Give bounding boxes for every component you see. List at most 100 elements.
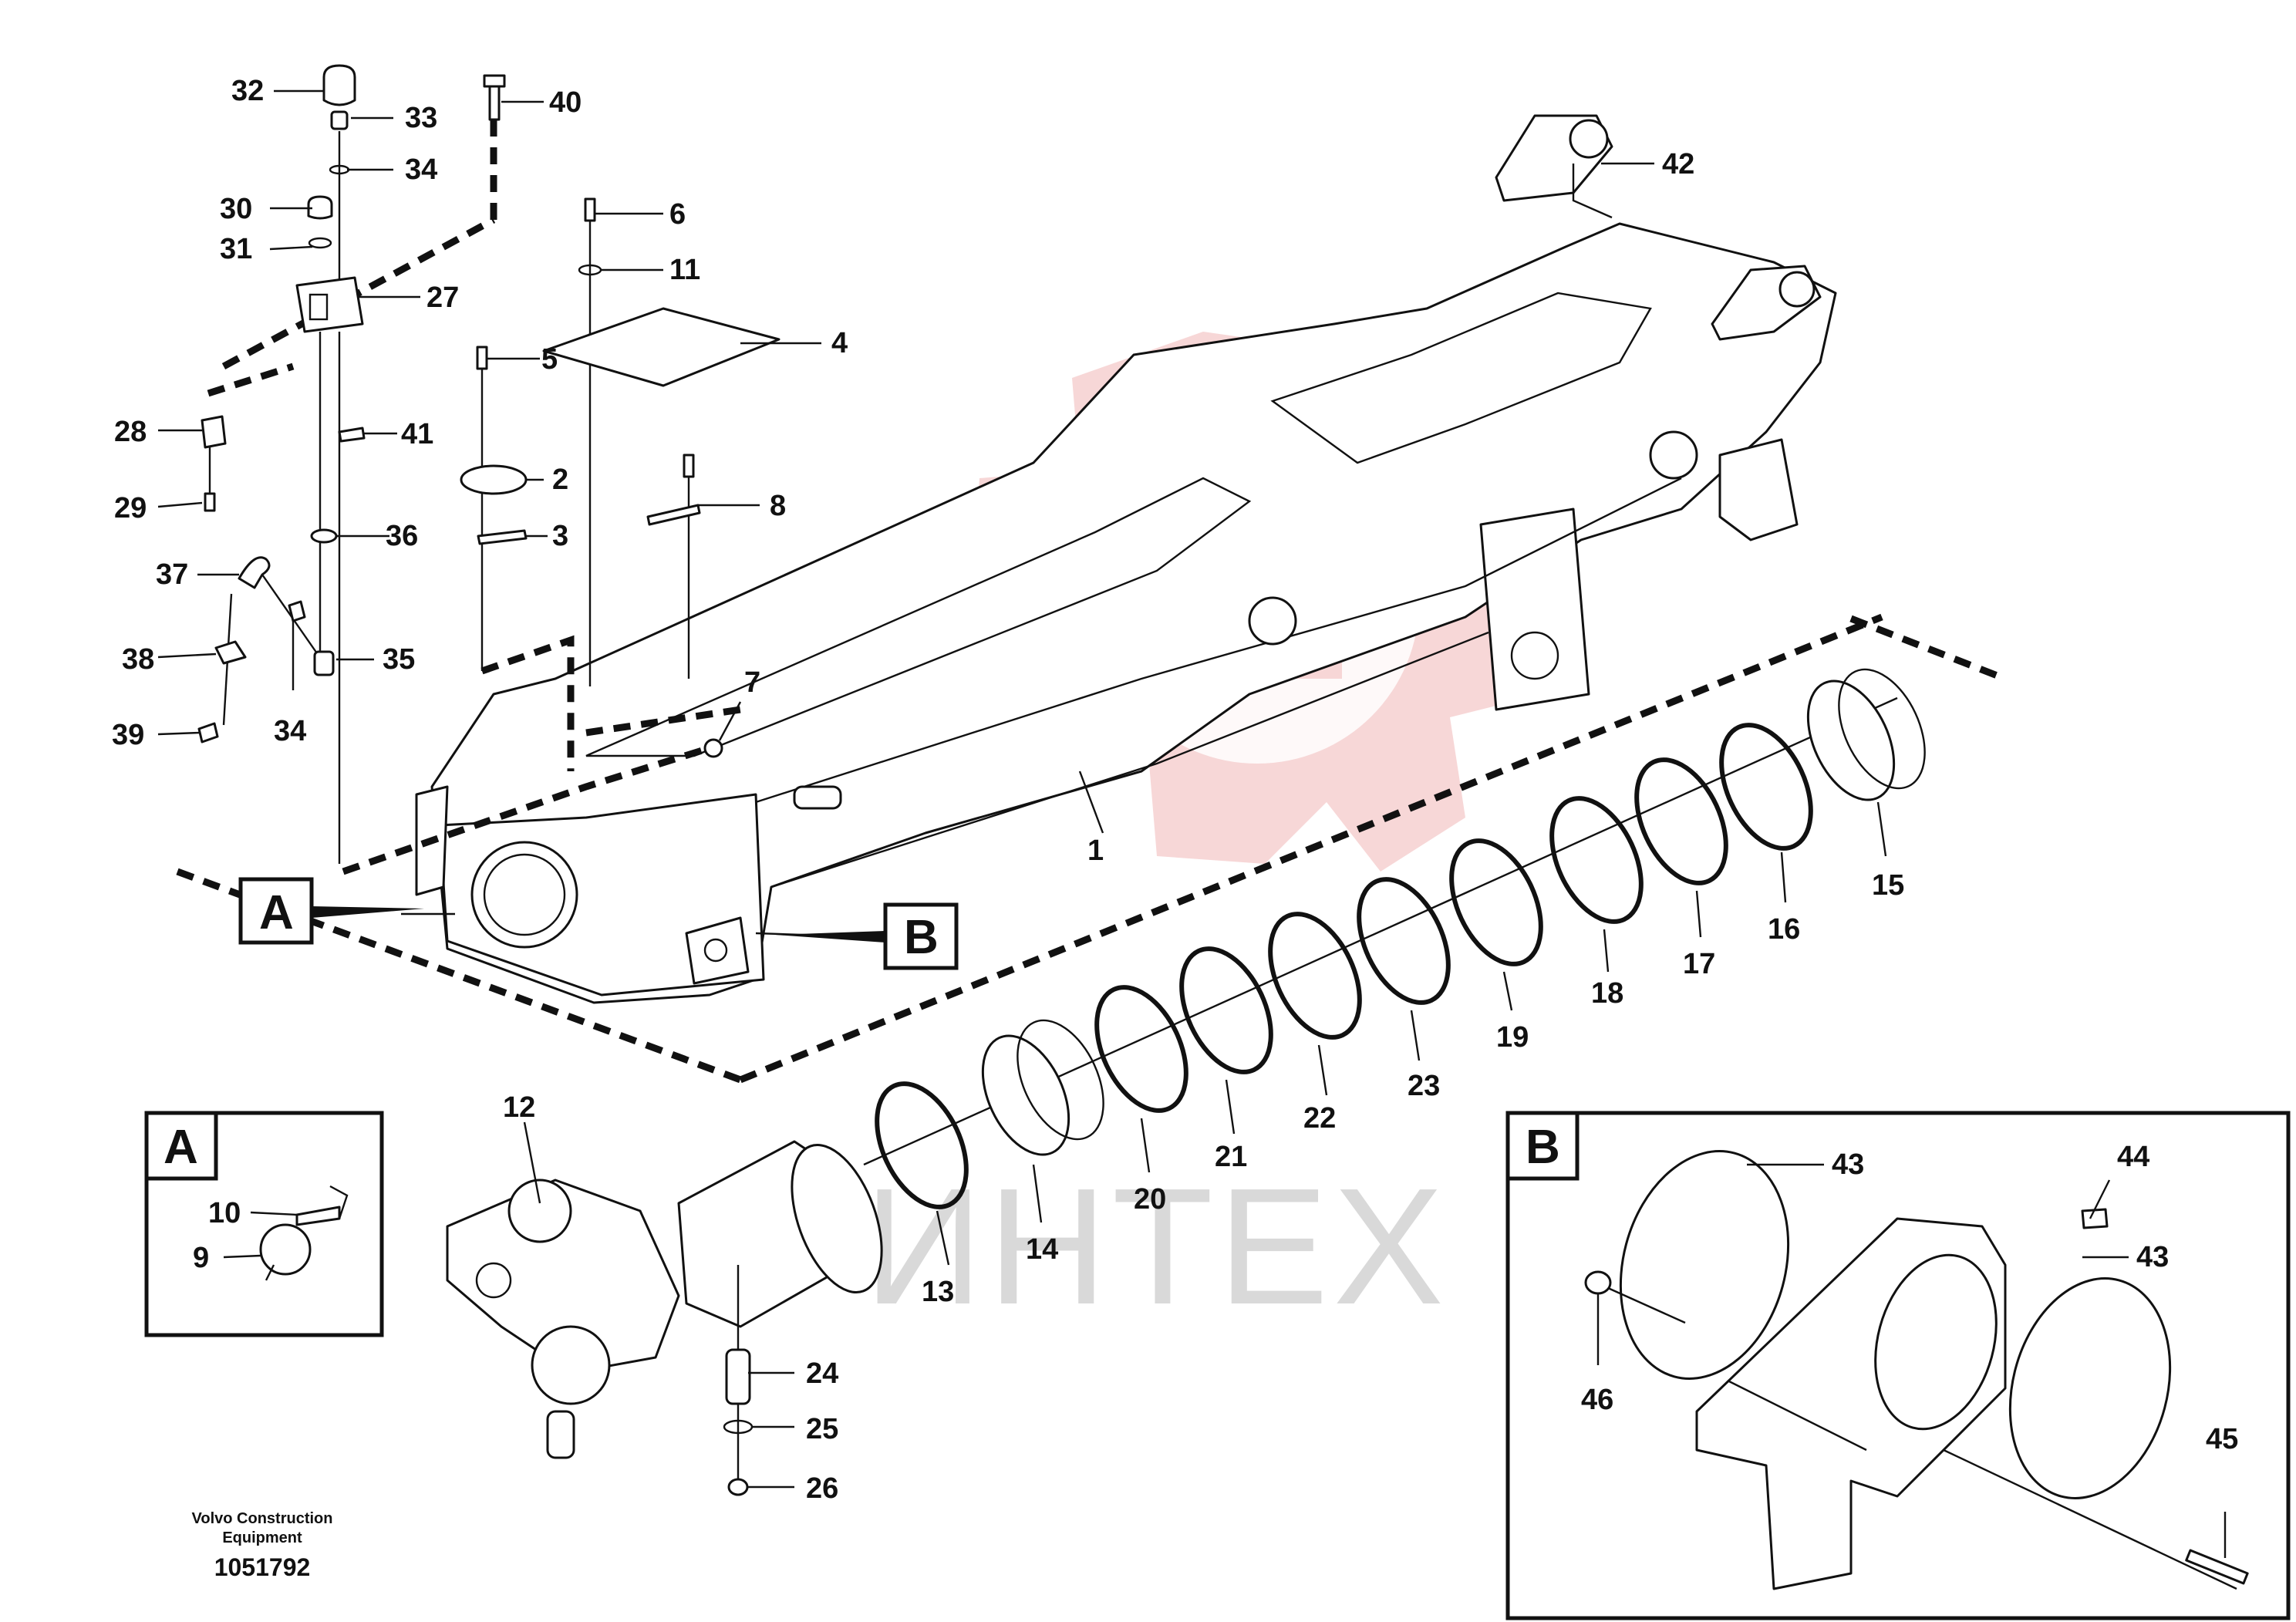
callout-15: 15 — [1872, 869, 1904, 902]
footer-company-line2: Equipment — [222, 1529, 302, 1546]
ring-16 — [1719, 723, 1813, 851]
drawing-number: 1051792 — [214, 1553, 311, 1581]
bushing-15 — [1806, 679, 1896, 801]
cap-32 — [322, 64, 356, 106]
callout-1: 1 — [1087, 835, 1104, 867]
bearing-ring-set — [875, 668, 1926, 1209]
screw-29 — [204, 492, 216, 512]
detail-a-label: A — [164, 1121, 198, 1174]
callout-9: 9 — [193, 1242, 209, 1274]
callout-8: 8 — [770, 490, 786, 522]
callout-35: 35 — [383, 643, 415, 676]
callout-42: 42 — [1662, 148, 1694, 180]
nozzle-39 — [197, 722, 219, 744]
washer-46 — [1584, 1270, 1612, 1295]
callout-38: 38 — [122, 643, 154, 676]
callout-20: 20 — [1134, 1183, 1166, 1216]
callout-7: 7 — [744, 666, 760, 699]
callout-12: 12 — [503, 1091, 535, 1124]
callout-25: 25 — [806, 1413, 838, 1445]
callout-4: 4 — [831, 327, 848, 359]
screw-6 — [584, 197, 596, 222]
clip-36 — [310, 528, 338, 544]
callout-16: 16 — [1768, 913, 1800, 946]
callout-29: 29 — [114, 492, 147, 524]
screw-8 — [683, 454, 695, 478]
plate-3 — [477, 529, 528, 545]
callout-3: 3 — [552, 520, 568, 552]
callout-10: 10 — [208, 1197, 241, 1229]
ring-21 — [1179, 946, 1273, 1074]
plug-30 — [307, 195, 333, 220]
ring-13 — [875, 1081, 969, 1209]
callout-22: 22 — [1303, 1102, 1336, 1135]
callout-28: 28 — [114, 416, 147, 448]
callout-2: 2 — [552, 464, 568, 496]
callout-13: 13 — [922, 1276, 954, 1308]
frame-body — [415, 114, 1837, 1004]
plug-7 — [703, 738, 723, 758]
cover-disc-2 — [460, 464, 528, 495]
view-marker-a: A — [238, 877, 424, 945]
callout-labels: 32 33 34 30 31 27 40 28 29 41 36 37 38 3… — [112, 75, 2238, 1505]
view-marker-a-label: A — [259, 886, 294, 939]
cover-plate-4 — [542, 307, 781, 387]
callout-19: 19 — [1496, 1021, 1529, 1054]
callout-32: 32 — [231, 75, 264, 107]
callout-39: 39 — [112, 719, 144, 751]
callout-31: 31 — [220, 233, 252, 265]
callout-41: 41 — [401, 418, 433, 450]
callout-30: 30 — [220, 193, 252, 225]
callout-26: 26 — [806, 1472, 838, 1505]
view-marker-b-label: B — [904, 911, 939, 964]
callout-37: 37 — [156, 558, 188, 591]
plate-8 — [646, 504, 701, 526]
bushing-14 — [981, 1034, 1070, 1156]
ring-22 — [1268, 912, 1362, 1040]
callout-17: 17 — [1683, 948, 1715, 980]
callout-27: 27 — [426, 282, 459, 314]
view-marker-b: B — [775, 902, 959, 970]
trunnion-assembly — [446, 1140, 883, 1459]
callout-36: 36 — [386, 520, 418, 552]
plug-26 — [727, 1478, 749, 1496]
fitting-44 — [2081, 1208, 2109, 1229]
lubrication-stack — [197, 64, 506, 864]
cover-43-left — [1619, 1150, 1790, 1380]
callout-43-left: 43 — [1832, 1148, 1864, 1181]
cover-9 — [259, 1223, 312, 1276]
clamp-28 — [201, 415, 227, 449]
watermark-text: ИНТЕХ — [864, 1153, 1448, 1339]
block-27 — [295, 276, 364, 333]
fitting-35 — [313, 650, 335, 676]
callout-46: 46 — [1581, 1384, 1613, 1416]
callout-45: 45 — [2206, 1423, 2238, 1455]
callout-21: 21 — [1215, 1141, 1247, 1173]
detail-view-b — [1505, 1111, 2291, 1620]
callout-23: 23 — [1408, 1070, 1440, 1102]
callout-33: 33 — [405, 102, 437, 134]
callout-44: 44 — [2117, 1141, 2149, 1173]
nipple-33 — [330, 110, 349, 130]
bolt-45 — [2185, 1549, 2249, 1585]
cover-hardware — [460, 197, 781, 758]
cover-43-right — [2008, 1277, 2172, 1499]
callout-43-right: 43 — [2136, 1241, 2169, 1273]
detail-view-a — [144, 1111, 384, 1337]
callout-11: 11 — [669, 254, 700, 286]
callout-14: 14 — [1026, 1233, 1058, 1266]
callout-6: 6 — [669, 198, 686, 231]
ring-20 — [1094, 985, 1188, 1113]
ring-19 — [1449, 838, 1543, 966]
callout-34-upper: 34 — [405, 153, 437, 186]
callout-34-lower: 34 — [274, 715, 306, 747]
callout-5: 5 — [541, 343, 558, 376]
clamp-38 — [214, 640, 247, 665]
ring-18 — [1549, 796, 1644, 924]
ring-23 — [1357, 877, 1451, 1005]
hose-34 — [288, 600, 306, 622]
footer: Volvo Construction Equipment 1051792 — [192, 1510, 333, 1581]
callout-40: 40 — [549, 86, 582, 119]
hose-fitting-37 — [238, 556, 271, 589]
